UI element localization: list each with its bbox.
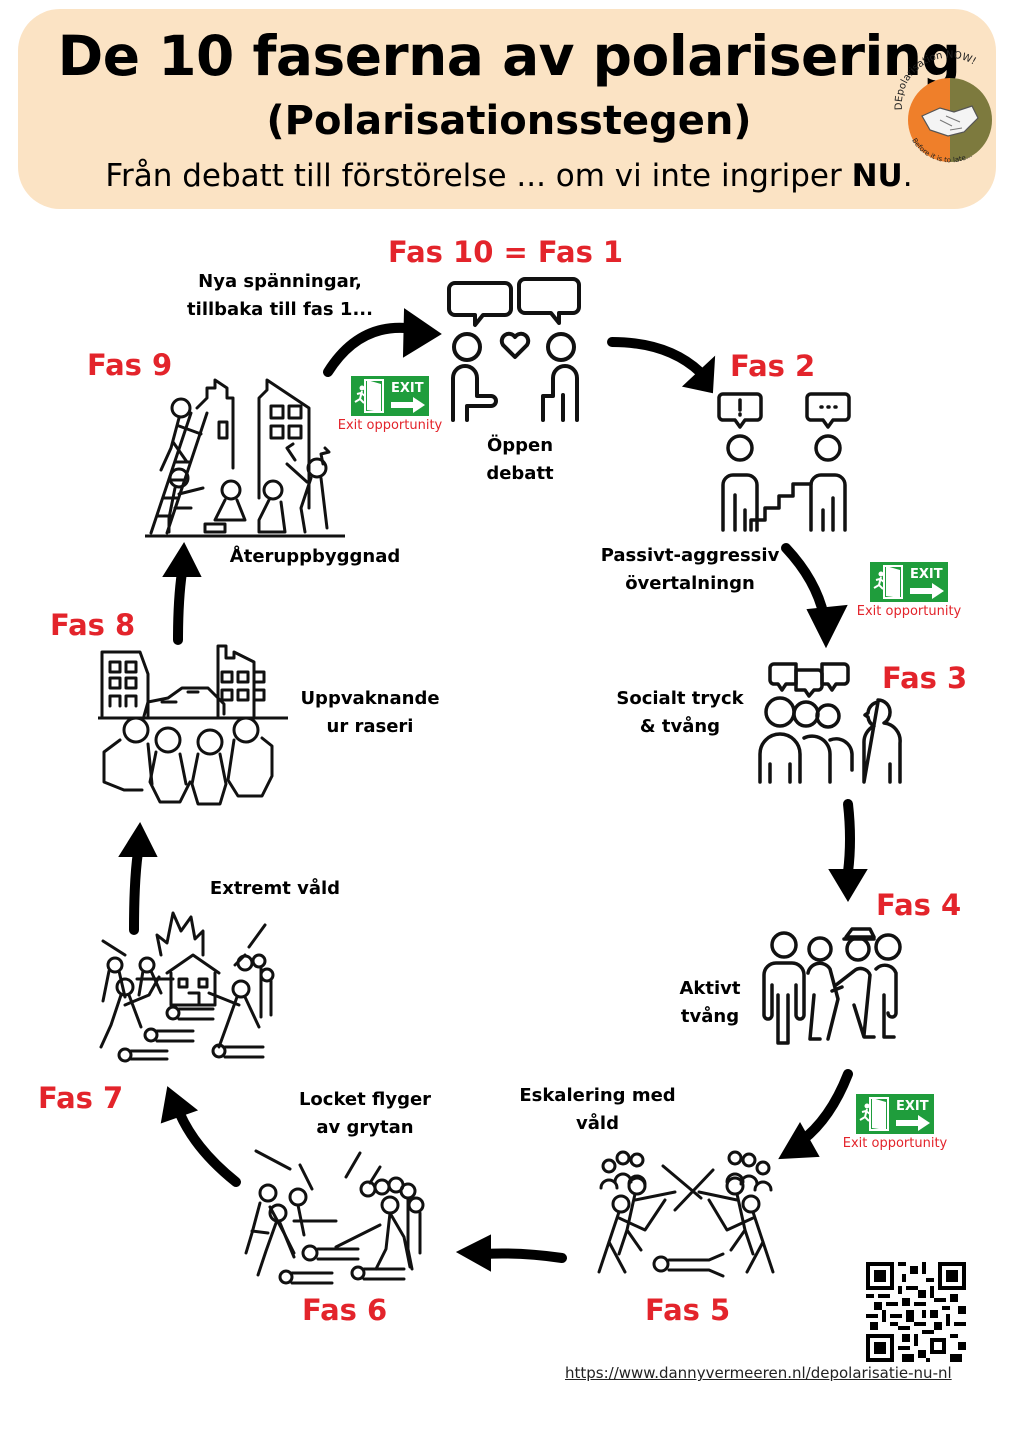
arrow-head bbox=[778, 1121, 820, 1160]
running-man-icon: EXIT bbox=[859, 1097, 930, 1131]
arrow-5-to-6 bbox=[479, 1248, 567, 1263]
description-line: ur raseri bbox=[326, 716, 414, 737]
qr-code-icon[interactable] bbox=[866, 1262, 966, 1362]
phase-label-6: Fas 6 bbox=[302, 1293, 388, 1327]
fire-icon bbox=[155, 911, 205, 957]
arrow-head bbox=[160, 1086, 199, 1124]
description-line: våld bbox=[576, 1113, 619, 1134]
loop-note: Nya spänningar, tillbaka till fas 1... bbox=[170, 268, 390, 324]
exit-opportunity-3: EXIT Exit opportunity bbox=[830, 1094, 960, 1151]
running-man-icon: EXIT bbox=[873, 565, 944, 599]
page-subtitle: (Polarisationsstegen) bbox=[266, 98, 752, 144]
phase-description-9: Återuppbyggnad bbox=[215, 543, 415, 571]
arrow-head bbox=[806, 604, 848, 649]
house-icon bbox=[165, 953, 221, 1007]
phase-description-4: Aktivt tvång bbox=[660, 975, 760, 1031]
running-man-icon: EXIT bbox=[354, 379, 425, 413]
description-line: Återuppbyggnad bbox=[229, 546, 401, 567]
arrow-head bbox=[455, 1234, 491, 1272]
arrow-2-to-3 bbox=[781, 543, 829, 621]
description-line: Locket flyger bbox=[298, 1089, 432, 1110]
riot-icon bbox=[244, 1149, 425, 1285]
wrecked-car-icon bbox=[142, 686, 226, 718]
description-line: Eskalering med bbox=[519, 1085, 676, 1106]
svg-text:EXIT: EXIT bbox=[391, 381, 424, 396]
depolarisation-logo: DEpolarisation NOW! Before it is to late… bbox=[894, 50, 992, 164]
loop-note-line: Nya spänningar, bbox=[198, 271, 362, 292]
phase-label-9: Fas 9 bbox=[87, 348, 173, 382]
tagline: Från debatt till förstörelse ... om vi i… bbox=[0, 158, 1018, 194]
arrow-8-to-9 bbox=[173, 567, 187, 645]
phase-label-4: Fas 4 bbox=[876, 888, 962, 922]
description-line: Socialt tryck bbox=[616, 688, 744, 709]
description-line: Uppvaknande bbox=[300, 688, 440, 709]
arrow-head bbox=[828, 869, 868, 902]
arrow-6-to-7 bbox=[175, 1109, 241, 1187]
phase-label-7: Fas 7 bbox=[38, 1081, 124, 1115]
exit-opportunity-label: Exit opportunity bbox=[842, 1136, 948, 1151]
arrow-3-to-4 bbox=[843, 799, 855, 877]
exit-sign-icon: EXIT bbox=[351, 376, 429, 416]
phase-description-2: Passivt-aggressiv övertalningn bbox=[580, 542, 800, 598]
phase-description-3: Socialt tryck & tvång bbox=[600, 685, 760, 741]
header-banner bbox=[18, 9, 996, 209]
rebuilding-icon bbox=[145, 378, 345, 538]
exit-opportunity-1: EXIT Exit opportunity bbox=[325, 376, 455, 433]
handshake-icon bbox=[921, 105, 979, 137]
exit-opportunity-2: EXIT Exit opportunity bbox=[844, 562, 974, 619]
description-line: Passivt-aggressiv bbox=[600, 545, 780, 566]
arrow-head bbox=[681, 355, 716, 394]
social-pressure-icon bbox=[758, 662, 902, 784]
phase-label-10-1: Fas 10 = Fas 1 bbox=[388, 235, 624, 269]
page-title: De 10 faserna av polarisering bbox=[57, 24, 961, 88]
phase-description-7: Extremt våld bbox=[200, 875, 350, 903]
building-icon bbox=[195, 378, 235, 470]
description-line: av grytan bbox=[316, 1117, 414, 1138]
description-line: Aktivt bbox=[679, 978, 741, 999]
phase-description-8: Uppvaknande ur raseri bbox=[290, 685, 450, 741]
violence-escalation-icon bbox=[597, 1150, 775, 1278]
loop-note-line: tillbaka till fas 1... bbox=[187, 299, 373, 320]
phase-label-5: Fas 5 bbox=[645, 1293, 731, 1327]
tagline-emphasis: NU bbox=[851, 158, 903, 194]
arrow-7-to-8 bbox=[129, 847, 143, 935]
extreme-violence-icon bbox=[99, 911, 275, 1063]
active-coercion-icon bbox=[762, 927, 902, 1045]
arrow-head bbox=[118, 821, 158, 857]
description-line: & tvång bbox=[639, 716, 721, 737]
exit-opportunity-label: Exit opportunity bbox=[337, 418, 443, 433]
tagline-end: . bbox=[902, 158, 913, 194]
exit-sign-icon: EXIT bbox=[870, 562, 948, 602]
description-line: övertalningn bbox=[625, 573, 755, 594]
phase-label-8: Fas 8 bbox=[50, 608, 136, 642]
open-debate-icon bbox=[447, 277, 581, 422]
description-line: debatt bbox=[486, 463, 554, 484]
arrow-1-to-2 bbox=[607, 337, 705, 377]
svg-text:EXIT: EXIT bbox=[910, 567, 943, 582]
description-line: Extremt våld bbox=[209, 878, 341, 899]
phase-description-5: Eskalering med våld bbox=[505, 1082, 690, 1138]
awakening-icon bbox=[98, 644, 288, 806]
description-line: tvång bbox=[680, 1006, 740, 1027]
phase-description-1: Öppen debatt bbox=[460, 432, 580, 488]
exit-opportunity-label: Exit opportunity bbox=[856, 604, 962, 619]
arrow-head bbox=[402, 308, 442, 358]
svg-text:EXIT: EXIT bbox=[896, 1099, 929, 1114]
description-line: Öppen bbox=[486, 435, 554, 456]
phase-description-6: Locket flyger av grytan bbox=[285, 1086, 445, 1142]
phase-label-3: Fas 3 bbox=[882, 661, 968, 695]
passive-aggressive-icon bbox=[717, 392, 851, 532]
ruined-building-icon bbox=[216, 644, 266, 718]
phase-label-2: Fas 2 bbox=[730, 349, 816, 383]
exit-sign-icon: EXIT bbox=[856, 1094, 934, 1134]
building-icon bbox=[257, 378, 311, 510]
source-url-link[interactable]: https://www.dannyvermeeren.nl/depolarisa… bbox=[565, 1364, 952, 1382]
tagline-text: Från debatt till förstörelse ... om vi i… bbox=[105, 158, 852, 194]
arrow-head bbox=[162, 541, 202, 577]
ruined-building-icon bbox=[100, 650, 150, 718]
